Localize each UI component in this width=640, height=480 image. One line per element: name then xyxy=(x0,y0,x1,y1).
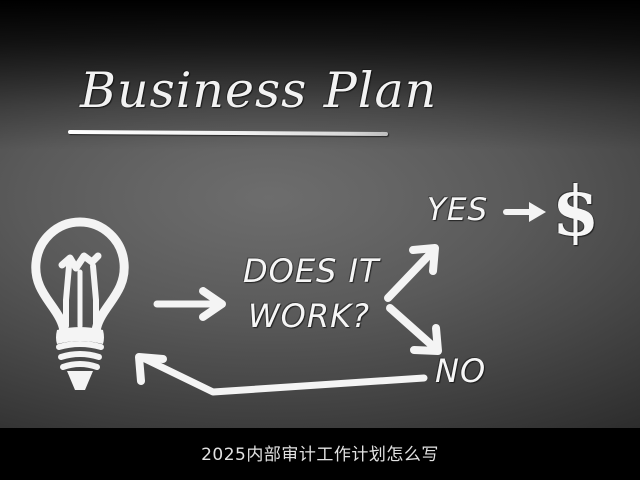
decision-label-line1: DOES IT xyxy=(243,252,380,290)
background-top-fade xyxy=(0,0,640,150)
dollar-sign-icon: $ xyxy=(552,172,600,252)
decision-label-line2: WORK? xyxy=(248,297,371,335)
page-title: Business Plan xyxy=(80,62,438,119)
branch-label-yes: YES xyxy=(427,192,489,228)
branch-label-no: NO xyxy=(435,352,487,390)
caption-band xyxy=(0,428,640,480)
caption-text: 2025内部审计工作计划怎么写 xyxy=(201,445,439,465)
